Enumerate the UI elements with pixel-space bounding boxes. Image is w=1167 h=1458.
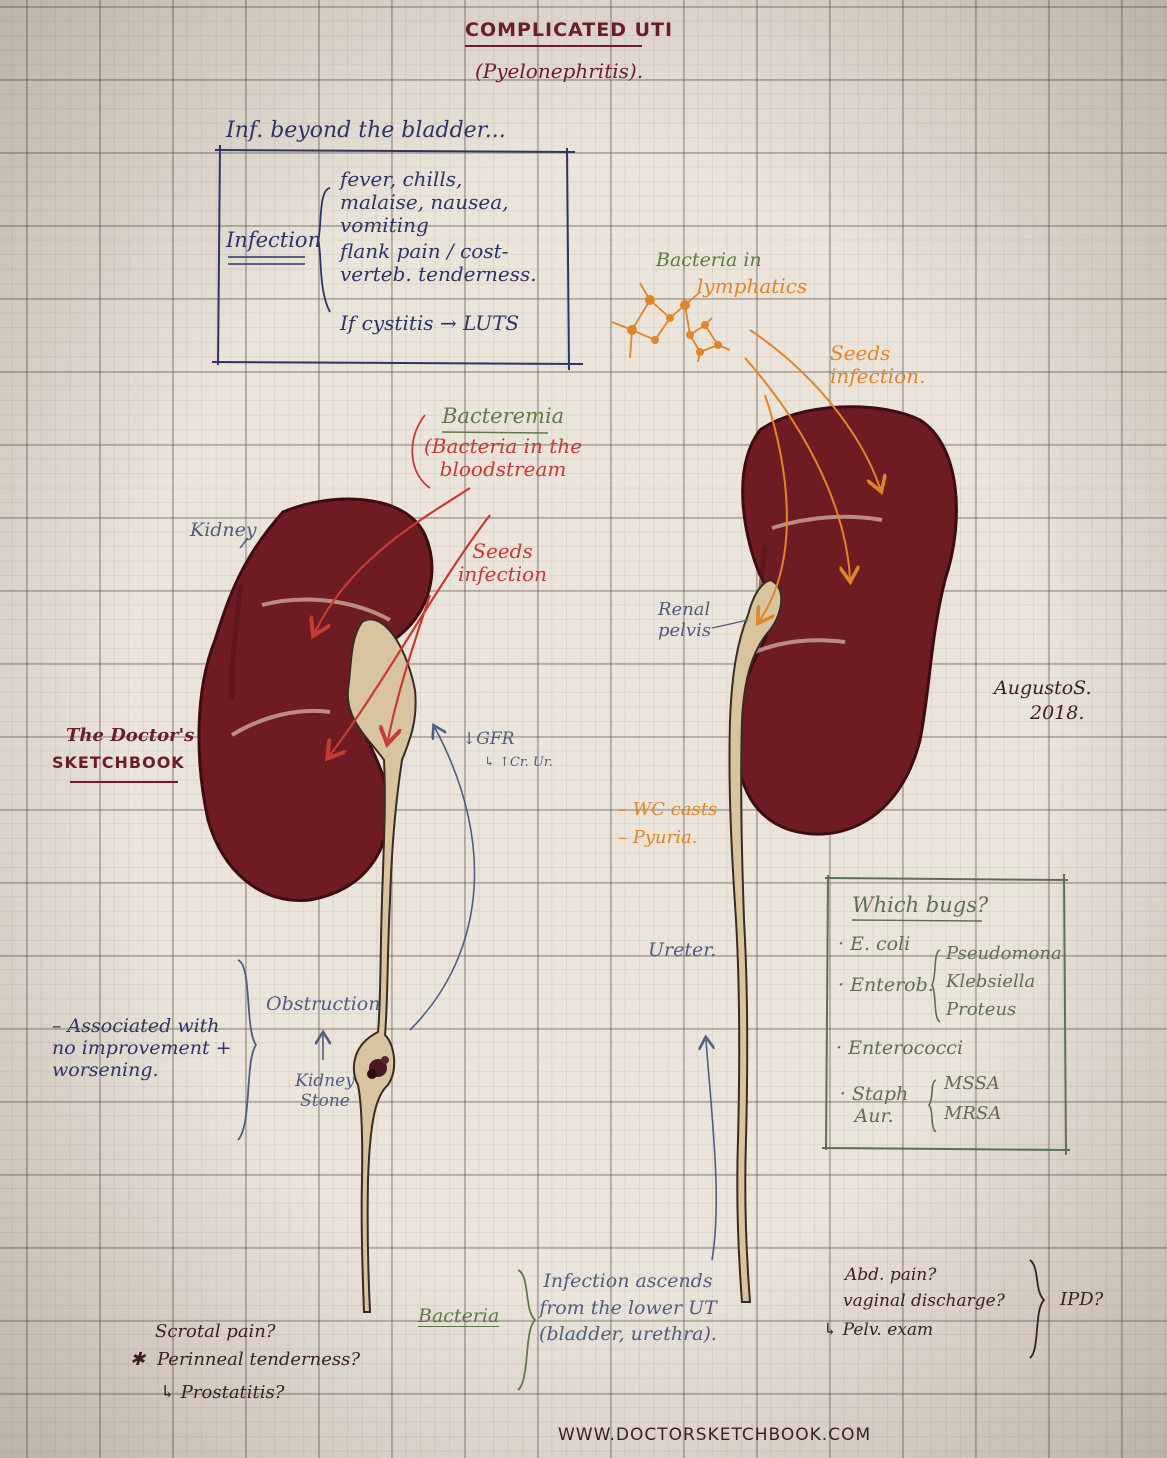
seeds-infection-label: Seeds infection [457,539,548,586]
symptom-item: If cystitis → LUTS [340,311,520,335]
lymphatics-label-1: Bacteria in [656,249,762,271]
seed-arrow-3 [388,594,432,740]
wc-casts-label: – WC casts [618,799,718,820]
bacteremia-label: Bacteremia [442,404,565,428]
seeds-infection-right: Seeds infection. [830,341,926,388]
symptom-item: fever, chills, malaise, nausea, vomiting [340,167,509,237]
asterisk-icon: ✱ [130,1349,146,1370]
kidney-stone-label: Kidney Stone [295,1071,355,1111]
infection-label: Infection [226,228,322,252]
page-title: COMPLICATED UTI [465,19,674,41]
bug-staph-item: MSSA [944,1073,1000,1094]
seed-arrow-2 [330,514,491,755]
bugs-heading: Which bugs? [852,893,989,917]
kidney-label: Kidney [190,519,257,541]
abd-pain-question: Abd. pain? [845,1265,937,1285]
gfr-label: ↓GFR [462,729,515,749]
kidney-stone [367,1056,389,1079]
brand-line-1: The Doctor's [66,725,195,746]
ipd-question: IPD? [1060,1289,1104,1310]
ascend-arrow-left [409,728,476,1031]
bug-enterob: · Enterob. [838,974,934,996]
bug-enterococci: · Enterococci [836,1037,964,1059]
ascend-arrow-right [706,1040,718,1261]
bug-enterob-item: Pseudomona [946,943,1062,964]
signature-name: AugustoS. [994,677,1092,699]
prostatitis-question: ↳ Prostatitis? [160,1382,285,1403]
lymph-arrow-2 [744,357,850,578]
vaginal-discharge-question: vaginal discharge? [843,1291,1005,1311]
scrotal-pain-question: Scrotal pain? [155,1321,276,1342]
renal-pelvis-label: Renal pelvis [658,599,712,641]
symptoms-box [211,144,584,371]
symptoms-heading: Inf. beyond the bladder... [226,118,506,143]
bug-enterob-item: Proteus [946,999,1017,1020]
brand-line-2: SKETCHBOOK [52,753,185,772]
bug-enterob-item: Klebsiella [946,971,1036,992]
bug-ecoli: · E. coli [838,933,911,955]
pyuria-label: – Pyuria. [618,827,698,848]
perineal-question: Perinneal tenderness? [157,1349,360,1370]
seed-arrow-1 [315,487,471,632]
left-kidney [197,497,434,902]
bugs-box [821,873,1071,1156]
bug-staph-item: MRSA [944,1103,1002,1124]
signature-year: 2018. [1030,702,1085,724]
lymphatics-label-2: lymphatics [697,274,808,298]
bacteria-label: Bacteria [418,1305,500,1327]
bacteremia-description: (Bacteria in the bloodstream [423,434,583,481]
symptom-item: flank pain / cost-verteb. tenderness. [340,239,537,286]
lymph-arrow-3 [760,394,788,620]
page-subtitle: (Pyelonephritis). [475,59,644,83]
website-url: WWW.DOCTORSKETCHBOOK.COM [558,1425,872,1445]
lymph-arrow-1 [749,329,880,488]
gfr-note: ↳ ↑Cr. Ur. [484,755,553,770]
ureter-label: Ureter. [648,939,717,961]
bug-staph: · Staph Aur. [839,1083,909,1127]
associated-note: – Associated with no improvement + worse… [52,1015,232,1081]
ascending-description: Infection ascends from the lower UT (bla… [539,1270,717,1346]
right-ureter [728,578,783,1303]
pelvic-exam-note: ↳ Pelv. exam [823,1320,934,1340]
obstruction-label: Obstruction [266,993,381,1015]
left-ureter [346,618,417,1313]
